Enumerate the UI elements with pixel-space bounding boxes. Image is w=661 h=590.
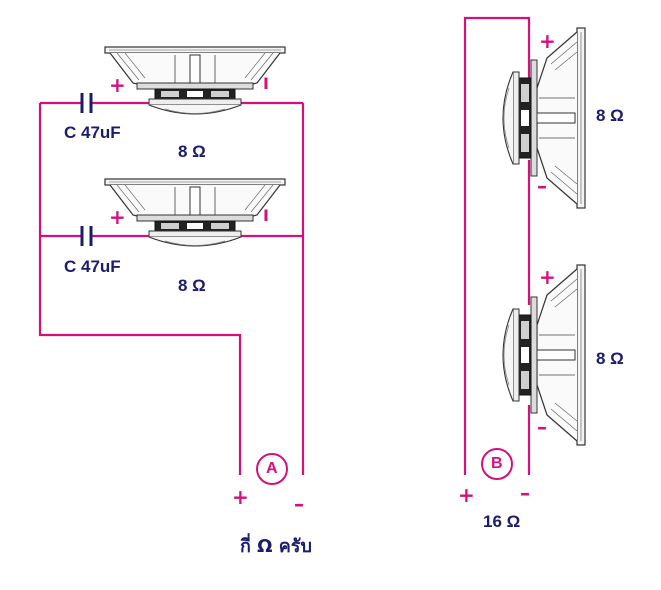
- circuit-a-minus: –: [294, 492, 304, 516]
- capacitor-1-label: C 47uF: [64, 123, 121, 142]
- circuit-b-badge: [481, 448, 513, 480]
- circuit-b-minus: –: [520, 481, 530, 505]
- speaker-b1-impedance: 8 Ω: [596, 106, 624, 125]
- circuit-a-plus: +: [232, 485, 249, 509]
- speaker-a1-impedance: 8 Ω: [178, 142, 206, 161]
- speaker-a1-plus: +: [109, 73, 126, 97]
- circuit-a-label: A: [266, 460, 278, 477]
- circuit-a-left-rail: [38, 103, 242, 475]
- capacitor-2-symbol: [80, 226, 93, 246]
- speaker-a2-minus-tick: I: [263, 206, 269, 225]
- speaker-a2-impedance: 8 Ω: [178, 276, 206, 295]
- circuit-b-wiring: [463, 16, 531, 475]
- circuit-a-wiring: [38, 101, 305, 475]
- circuit-b-left-rail: [463, 16, 531, 475]
- speaker-b2-plus: +: [539, 265, 556, 289]
- speaker-a2-plus: +: [109, 205, 126, 229]
- capacitor-2-label: C 47uF: [64, 257, 121, 276]
- circuit-a-badge: [256, 453, 288, 485]
- speaker-b2-minus: –: [537, 415, 547, 439]
- circuit-b-total-impedance: 16 Ω: [483, 512, 521, 531]
- speaker-a1-minus-tick: I: [263, 74, 269, 93]
- speaker-b1-minus: –: [537, 174, 547, 198]
- speaker-b1-plus: +: [539, 29, 556, 53]
- capacitor-1-symbol: [80, 93, 93, 113]
- question-text: กี่ Ω ครับ: [240, 536, 312, 557]
- circuit-b-label: B: [491, 455, 503, 472]
- circuit-b-plus: +: [458, 483, 475, 507]
- speaker-b2-impedance: 8 Ω: [596, 349, 624, 368]
